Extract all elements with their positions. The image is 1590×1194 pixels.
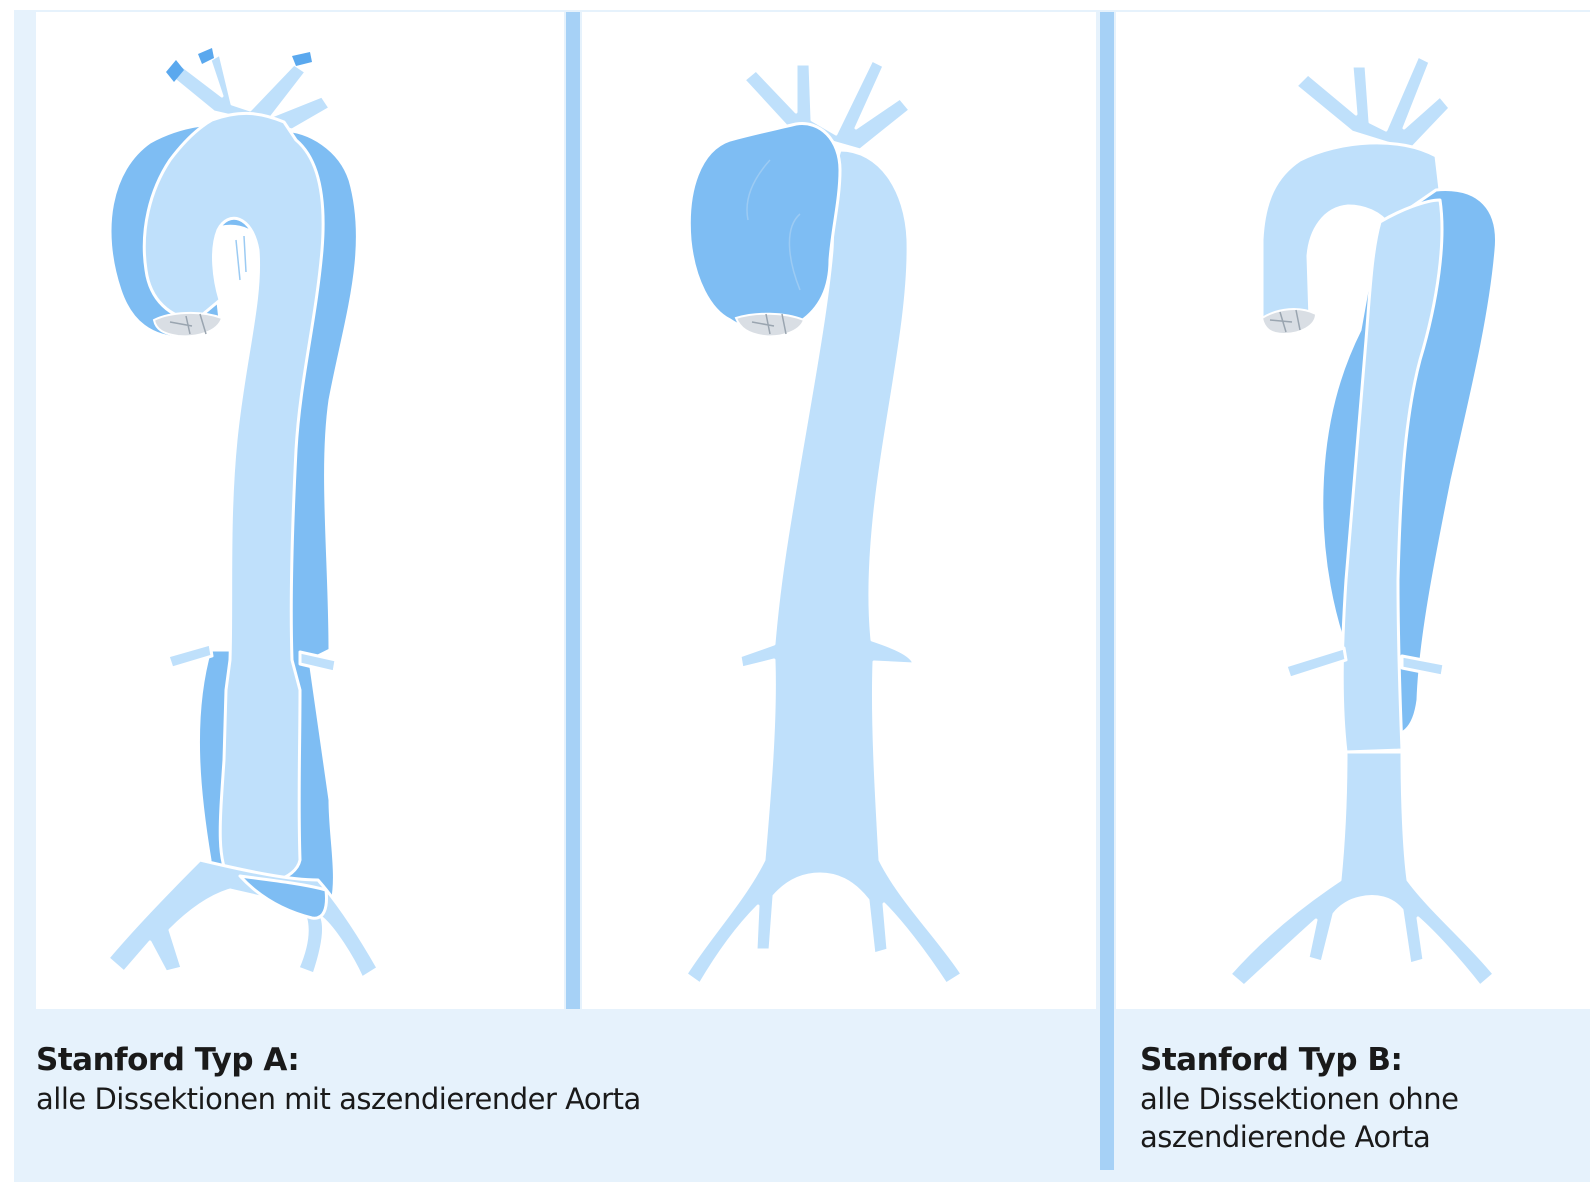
supra-aortic-branches-type-b — [1296, 56, 1450, 150]
aorta-type-b — [1230, 56, 1497, 986]
aorta-type-a-variant — [686, 60, 962, 984]
iliac-bifurcation-type-b — [1230, 752, 1494, 986]
aorta-type-a — [108, 48, 378, 978]
caption-text-type-a: alle Dissektionen mit aszendierender Aor… — [36, 1080, 936, 1118]
caption-type-a: Stanford Typ A: alle Dissektionen mit as… — [36, 1040, 936, 1118]
caption-type-b: Stanford Typ B: alle Dissektionen ohne a… — [1140, 1040, 1580, 1156]
caption-title-type-b: Stanford Typ B: — [1140, 1040, 1580, 1080]
caption-text-type-b-line2: aszendierende Aorta — [1140, 1118, 1580, 1156]
false-lumen-variant — [689, 123, 840, 330]
caption-title-type-a: Stanford Typ A: — [36, 1040, 936, 1080]
caption-text-type-b-line1: alle Dissektionen ohne — [1140, 1080, 1580, 1118]
